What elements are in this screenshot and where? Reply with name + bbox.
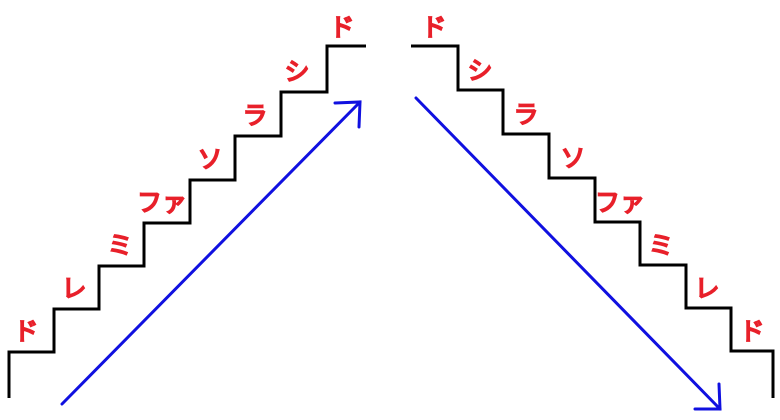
ascending-arrow (60, 100, 362, 406)
descending-note-6: ミ (648, 231, 673, 260)
ascending-note-1: ド (13, 317, 38, 346)
descending-note-2: シ (467, 56, 492, 85)
ascending-note-3: ミ (107, 231, 132, 260)
ascending-staircase (7, 44, 366, 398)
descending-note-1: ド (421, 13, 446, 42)
ascending-note-6: ラ (242, 101, 267, 130)
descending-note-4: ソ (560, 144, 585, 173)
ascending-note-5: ソ (197, 145, 222, 174)
descending-note-5: ファ (595, 188, 645, 217)
descending-notes: ド シ ラ ソ ファ ミ レ ド (421, 13, 765, 347)
descending-note-7: レ (694, 274, 719, 303)
ascending-note-4: ファ (137, 188, 187, 217)
ascending-note-2: レ (61, 274, 86, 303)
descending-note-8: ド (739, 317, 764, 346)
ascending-notes: ド レ ミ ファ ソ ラ シ ド (13, 13, 355, 347)
ascending-note-7: シ (284, 57, 309, 86)
ascending-note-8: ド (329, 13, 354, 42)
descending-arrow (414, 96, 722, 411)
descending-staircase (411, 44, 775, 398)
descending-note-3: ラ (513, 100, 538, 129)
